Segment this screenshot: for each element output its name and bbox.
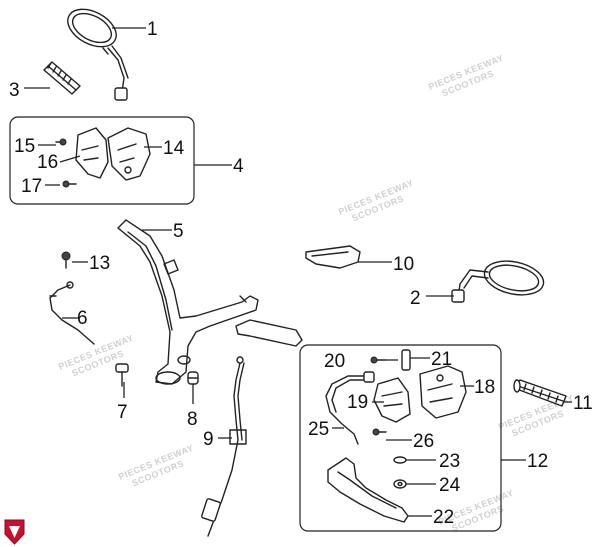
callout-label-3: 3 bbox=[9, 80, 20, 101]
screw-17-part bbox=[62, 180, 77, 188]
callout-label-18: 18 bbox=[474, 377, 495, 398]
callout-label-19: 19 bbox=[347, 392, 368, 413]
callout-label-20: 20 bbox=[324, 351, 345, 372]
callout-label-24: 24 bbox=[439, 475, 461, 496]
grip-right-part bbox=[513, 379, 567, 407]
screw-26-part bbox=[372, 428, 387, 436]
callout-label-25: 25 bbox=[308, 419, 329, 440]
assembly-box-4 bbox=[9, 116, 195, 205]
switch-housing-left-part bbox=[75, 127, 151, 181]
screw-15-part bbox=[55, 138, 67, 146]
callout-label-22: 22 bbox=[433, 507, 454, 528]
callout-label-2: 2 bbox=[410, 288, 421, 309]
callout-label-21: 21 bbox=[431, 349, 452, 370]
callout-label-16: 16 bbox=[37, 152, 58, 173]
callout-label-11: 11 bbox=[573, 393, 593, 414]
callout-label-5: 5 bbox=[173, 221, 184, 242]
callout-label-12: 12 bbox=[527, 451, 548, 472]
switch-housing-right-part bbox=[373, 365, 467, 423]
mirror-left-part bbox=[67, 8, 129, 101]
washer-23-part bbox=[393, 456, 407, 464]
callout-label-13: 13 bbox=[89, 253, 110, 274]
grip-left-part bbox=[43, 61, 81, 95]
lever-cover-part bbox=[305, 245, 361, 269]
callout-label-10: 10 bbox=[393, 254, 414, 275]
nut-8-part bbox=[187, 371, 199, 385]
throttle-cable-part bbox=[201, 356, 247, 537]
leader-line bbox=[59, 155, 81, 163]
callout-label-17: 17 bbox=[21, 176, 42, 197]
callout-label-9: 9 bbox=[203, 429, 214, 450]
callout-label-14: 14 bbox=[163, 138, 185, 159]
callout-label-7: 7 bbox=[117, 402, 128, 423]
brand-shield-icon bbox=[4, 519, 25, 545]
cable-6-part bbox=[49, 281, 95, 345]
assembly-box-12 bbox=[299, 344, 502, 532]
callout-label-26: 26 bbox=[413, 431, 434, 452]
callout-label-8: 8 bbox=[187, 409, 198, 430]
mirror-right-part bbox=[451, 260, 545, 303]
callout-label-15: 15 bbox=[14, 136, 35, 157]
callout-label-4: 4 bbox=[233, 156, 244, 177]
bolt-7-part bbox=[115, 363, 129, 387]
pin-21-part bbox=[401, 349, 411, 371]
brake-lever-part bbox=[327, 457, 409, 523]
handlebar-part bbox=[117, 219, 303, 385]
callout-label-1: 1 bbox=[147, 19, 158, 40]
callout-label-6: 6 bbox=[77, 308, 88, 329]
callout-label-23: 23 bbox=[439, 451, 460, 472]
screw-20-part bbox=[370, 356, 386, 364]
screw-13-part bbox=[61, 251, 71, 269]
wire-25-part bbox=[325, 371, 375, 445]
nut-24-part bbox=[393, 479, 407, 489]
